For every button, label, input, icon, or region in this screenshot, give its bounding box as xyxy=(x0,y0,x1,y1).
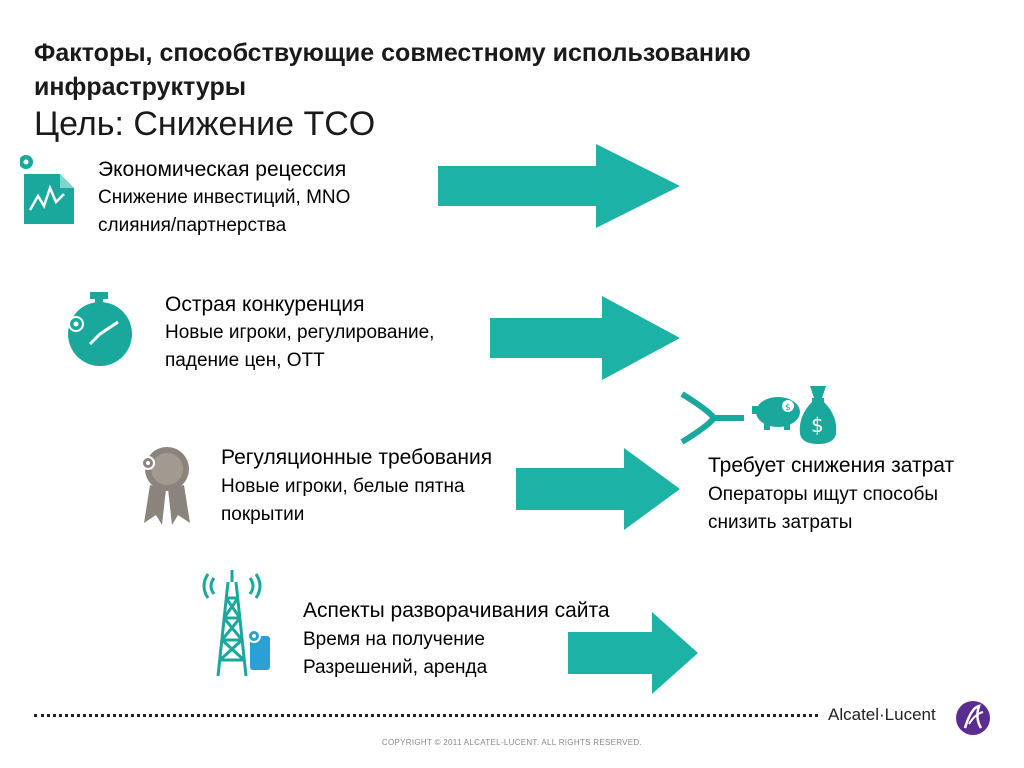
factor-1-heading: Экономическая рецессия xyxy=(98,158,347,181)
footer-divider xyxy=(34,714,818,717)
factor-1-line-2: слияния/партнерства xyxy=(98,215,287,236)
cell-tower-icon xyxy=(198,566,288,683)
factor-3-line-2: покрытии xyxy=(221,504,305,525)
factor-4-line-2: Разрешений, аренда xyxy=(303,657,488,678)
factor-3-line-1: Новые игроки, белые пятна xyxy=(221,476,465,497)
svg-text:$: $ xyxy=(785,403,791,413)
factor-4-arrow xyxy=(568,612,698,694)
factor-4-heading: Аспекты разворачивания сайта xyxy=(303,599,610,622)
factor-4-line-1: Время на получение xyxy=(303,629,485,650)
piggy-bank-icon: $ xyxy=(752,392,806,437)
result-line-2: снизить затраты xyxy=(708,512,853,533)
svg-text:$: $ xyxy=(811,413,824,437)
factor-3-arrow xyxy=(516,448,680,530)
award-ribbon-icon xyxy=(140,445,194,530)
result-heading: Требует снижения затрат xyxy=(708,454,955,477)
factor-2-line-2: падение цен, OTT xyxy=(165,350,325,371)
slide-title: Факторы, способствующие совместному испо… xyxy=(34,39,751,101)
alcatel-lucent-logo-icon xyxy=(955,700,991,741)
document-chart-icon xyxy=(19,150,78,233)
factor-2-line-1: Новые игроки, регулирование, xyxy=(165,322,435,343)
stopwatch-icon xyxy=(62,290,138,375)
factor-3-heading: Регуляционные требования xyxy=(221,446,493,469)
money-bag-icon: $ xyxy=(798,386,838,449)
factor-2-arrow xyxy=(490,296,680,380)
brand-name: Alcatel·Lucent xyxy=(828,705,936,724)
factor-2-heading: Острая конкуренция xyxy=(165,293,365,316)
slide-subtitle: Цель: Снижение TCO xyxy=(34,105,376,143)
funnel-icon xyxy=(678,390,748,451)
copyright-notice: COPYRIGHT © 2011 ALCATEL-LUCENT. ALL RIG… xyxy=(381,738,643,747)
factor-1-line-1: Снижение инвестиций, MNO xyxy=(98,187,351,208)
result-line-1: Операторы ищут способы xyxy=(708,484,939,505)
factor-1-arrow xyxy=(438,144,680,228)
